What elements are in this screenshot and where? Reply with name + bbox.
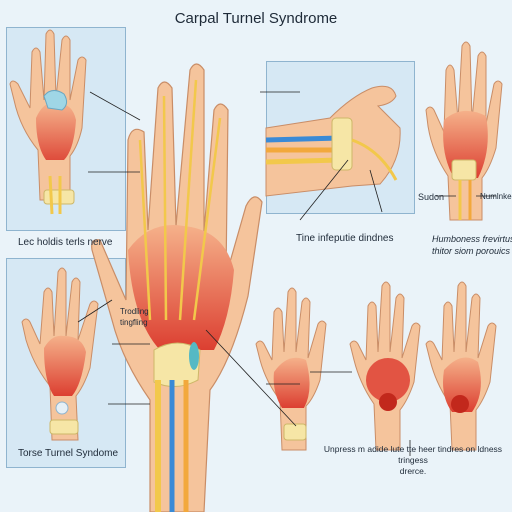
caption-top-middle: Tine infeputie dindnes	[296, 233, 394, 244]
callout-lines	[77, 91, 496, 456]
caption-bottom-left: Torse Turnel Syndome	[18, 448, 119, 459]
caption-top-left: Lec holdis terls nerve	[18, 237, 113, 248]
hand-bottom-1	[255, 287, 327, 451]
caption-bottom-right: Unpress m adide lute tte heer tindres on…	[323, 444, 503, 476]
hand-bottom-left	[21, 267, 99, 441]
hand-bottom-3	[425, 281, 497, 451]
label-sudon: Sudon	[418, 192, 445, 202]
callout-center: Trodling tingfling	[120, 307, 149, 327]
page-title: Carpal Turnel Syndrome	[174, 10, 338, 27]
hand-center	[91, 63, 263, 512]
label-numbness: Numlnkess	[480, 192, 512, 201]
forearm-top-middle	[265, 85, 401, 197]
hand-bottom-2	[349, 281, 421, 451]
hand-top-left	[9, 29, 87, 215]
hand-right	[425, 41, 503, 221]
caption-right: Humboness frevirtus thitor siom porouics	[432, 234, 512, 256]
